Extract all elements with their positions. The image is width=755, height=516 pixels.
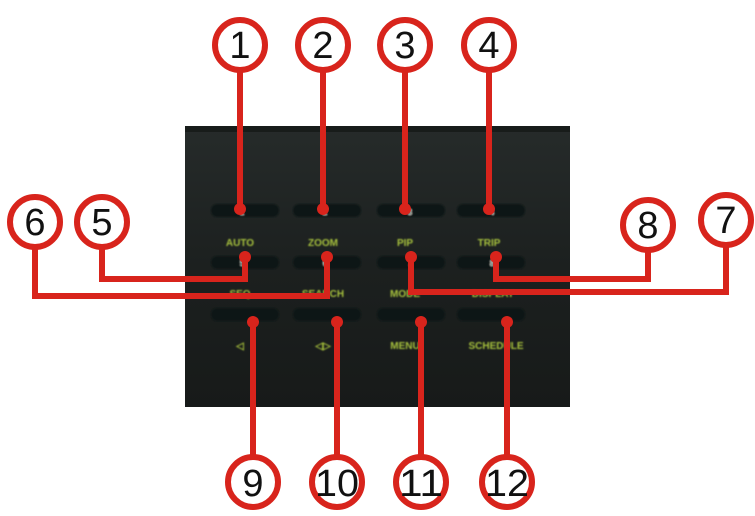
callout-circle-1 (212, 17, 268, 73)
callout-circle-3 (377, 17, 433, 73)
callout-number-10: 10 (315, 463, 359, 505)
endpoint-9 (247, 316, 259, 328)
callout-number-4: 4 (478, 25, 499, 67)
label-pip: PIP (397, 238, 413, 249)
callout-number-5: 5 (91, 202, 112, 244)
label-row-1: AUTO ZOOM PIP TRIP (226, 238, 501, 249)
panel-top-edge (185, 126, 570, 132)
panel-button-9[interactable] (211, 308, 279, 321)
label-auto: AUTO (226, 238, 254, 249)
callout-number-2: 2 (312, 25, 333, 67)
button-digit-3: 3 (408, 208, 413, 217)
endpoint-11 (415, 316, 427, 328)
callout-circle-12 (479, 454, 535, 510)
leader-line-5 (99, 248, 248, 282)
panel-button-11[interactable] (377, 308, 445, 321)
endpoint-8 (490, 251, 502, 263)
callout-circle-11 (393, 454, 449, 510)
callout-number-12: 12 (485, 463, 529, 505)
label-left-arrow: ◁ (235, 341, 244, 352)
callout-circle-6 (7, 194, 63, 250)
panel-button-8[interactable] (457, 256, 525, 269)
callout-circle-4 (461, 17, 517, 73)
label-mode: MODE (390, 289, 420, 300)
panel-button-10[interactable] (293, 308, 361, 321)
button-row-3 (211, 308, 525, 321)
endpoint-10 (331, 316, 343, 328)
callout-number-3: 3 (394, 25, 415, 67)
callout-number-11: 11 (399, 463, 443, 505)
callout-circles (7, 17, 754, 510)
endpoint-6 (321, 251, 333, 263)
callout-circle-2 (295, 17, 351, 73)
label-play-arrows: ◁▷ (314, 341, 332, 352)
endpoint-1 (234, 203, 246, 215)
panel-button-3[interactable] (377, 204, 445, 217)
callout-circle-7 (698, 192, 754, 248)
callout-number-7: 7 (715, 200, 736, 242)
callout-number-6: 6 (24, 202, 45, 244)
callout-circle-5 (74, 194, 130, 250)
callout-number-1: 1 (229, 25, 250, 67)
label-menu: MENU (390, 341, 419, 352)
endpoint-3 (399, 203, 411, 215)
callout-circle-8 (620, 197, 676, 253)
callout-number-8: 8 (637, 205, 658, 247)
endpoint-5 (239, 251, 251, 263)
label-zoom: ZOOM (308, 238, 338, 249)
leader-line-6 (32, 244, 330, 299)
label-schedule: SCHEDULE (468, 341, 523, 352)
endpoint-7 (405, 251, 417, 263)
callout-circle-10 (309, 454, 365, 510)
callout-lines (32, 72, 729, 455)
label-row-3: ◁ ◁▷ MENU SCHEDULE (235, 341, 524, 352)
callout-number-9: 9 (242, 463, 263, 505)
leader-line-8 (493, 250, 651, 282)
callout-numbers: 1 2 3 4 5 6 7 8 9 10 11 12 (24, 25, 736, 505)
endpoint-12 (501, 316, 513, 328)
panel-button-12[interactable] (457, 308, 525, 321)
callout-circle-9 (225, 454, 281, 510)
label-trip: TRIP (478, 238, 501, 249)
button-digit-8: 8 (490, 259, 495, 268)
callout-endpoints (234, 203, 513, 328)
endpoint-2 (317, 203, 329, 215)
endpoint-4 (483, 203, 495, 215)
leader-line-7 (408, 242, 729, 295)
